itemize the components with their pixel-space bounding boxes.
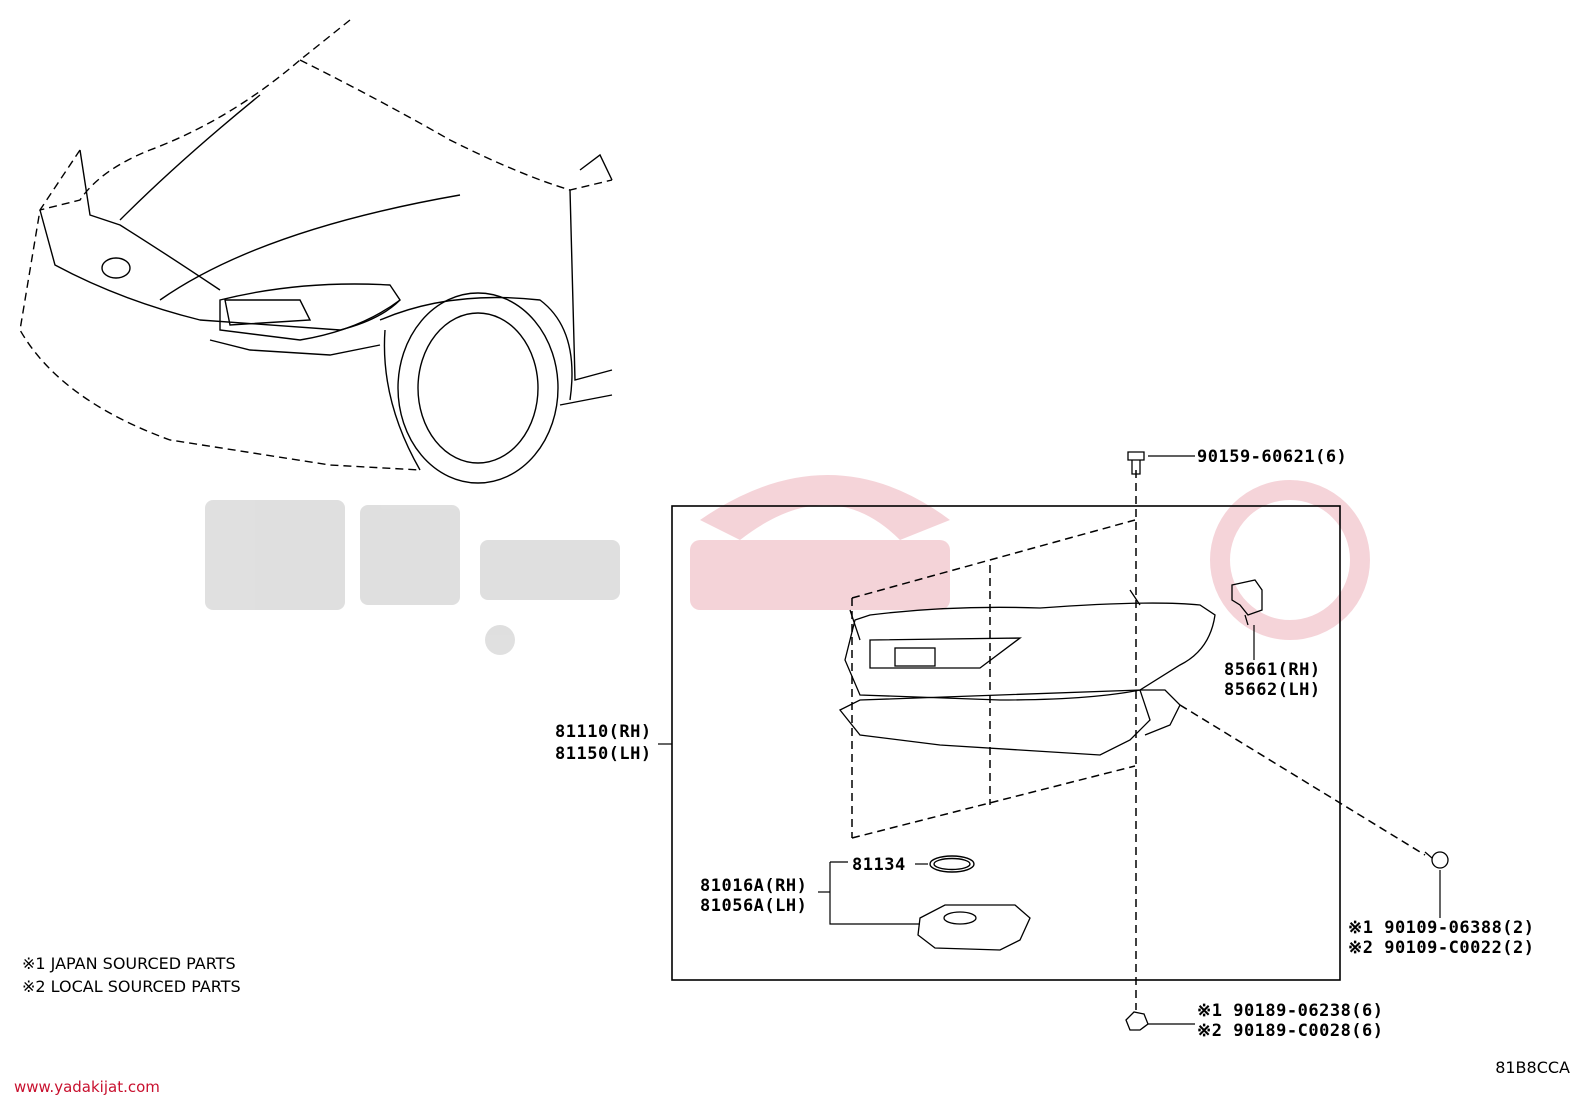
label-nut-2: ※2 90189-C0028(6) [1197,1021,1384,1041]
note-japan: ※1 JAPAN SOURCED PARTS [22,954,236,973]
headlamp-assembly [838,589,1216,756]
watermark-logo-red [690,475,1370,640]
watermark-url: www.yadakijat.com [14,1078,160,1096]
diagram-code: 81B8CCA [1495,1058,1570,1077]
ballast-module [917,904,1031,951]
label-module-lh: 81056A(LH) [700,896,808,916]
vehicle-outline [19,19,613,484]
label-headlamp-rh: 81110(RH) [555,722,652,742]
label-nut-1: ※1 90189-06238(6) [1197,1001,1384,1021]
assembly-box [671,505,1341,981]
o-ring [929,855,975,873]
label-leveling-rh: 85661(RH) [1224,660,1321,680]
dashed-projection [851,470,1426,1010]
label-screw-1: ※1 90109-06388(2) [1348,918,1535,938]
screw-icon [1424,851,1449,869]
label-headlamp-lh: 81150(LH) [555,744,652,764]
label-ring: 81134 [852,855,906,875]
label-bolt-top: 90159-60621(6) [1197,447,1348,467]
leveling-actuator [1231,579,1263,626]
note-local: ※2 LOCAL SOURCED PARTS [22,977,241,996]
label-screw-2: ※2 90109-C0022(2) [1348,938,1535,958]
watermark-logo [205,500,620,655]
label-leveling-lh: 85662(LH) [1224,680,1321,700]
label-module-rh: 81016A(RH) [700,876,808,896]
bolt-icon [1127,451,1145,475]
leader-lines [658,455,1441,1025]
nut-icon [1125,1011,1149,1031]
